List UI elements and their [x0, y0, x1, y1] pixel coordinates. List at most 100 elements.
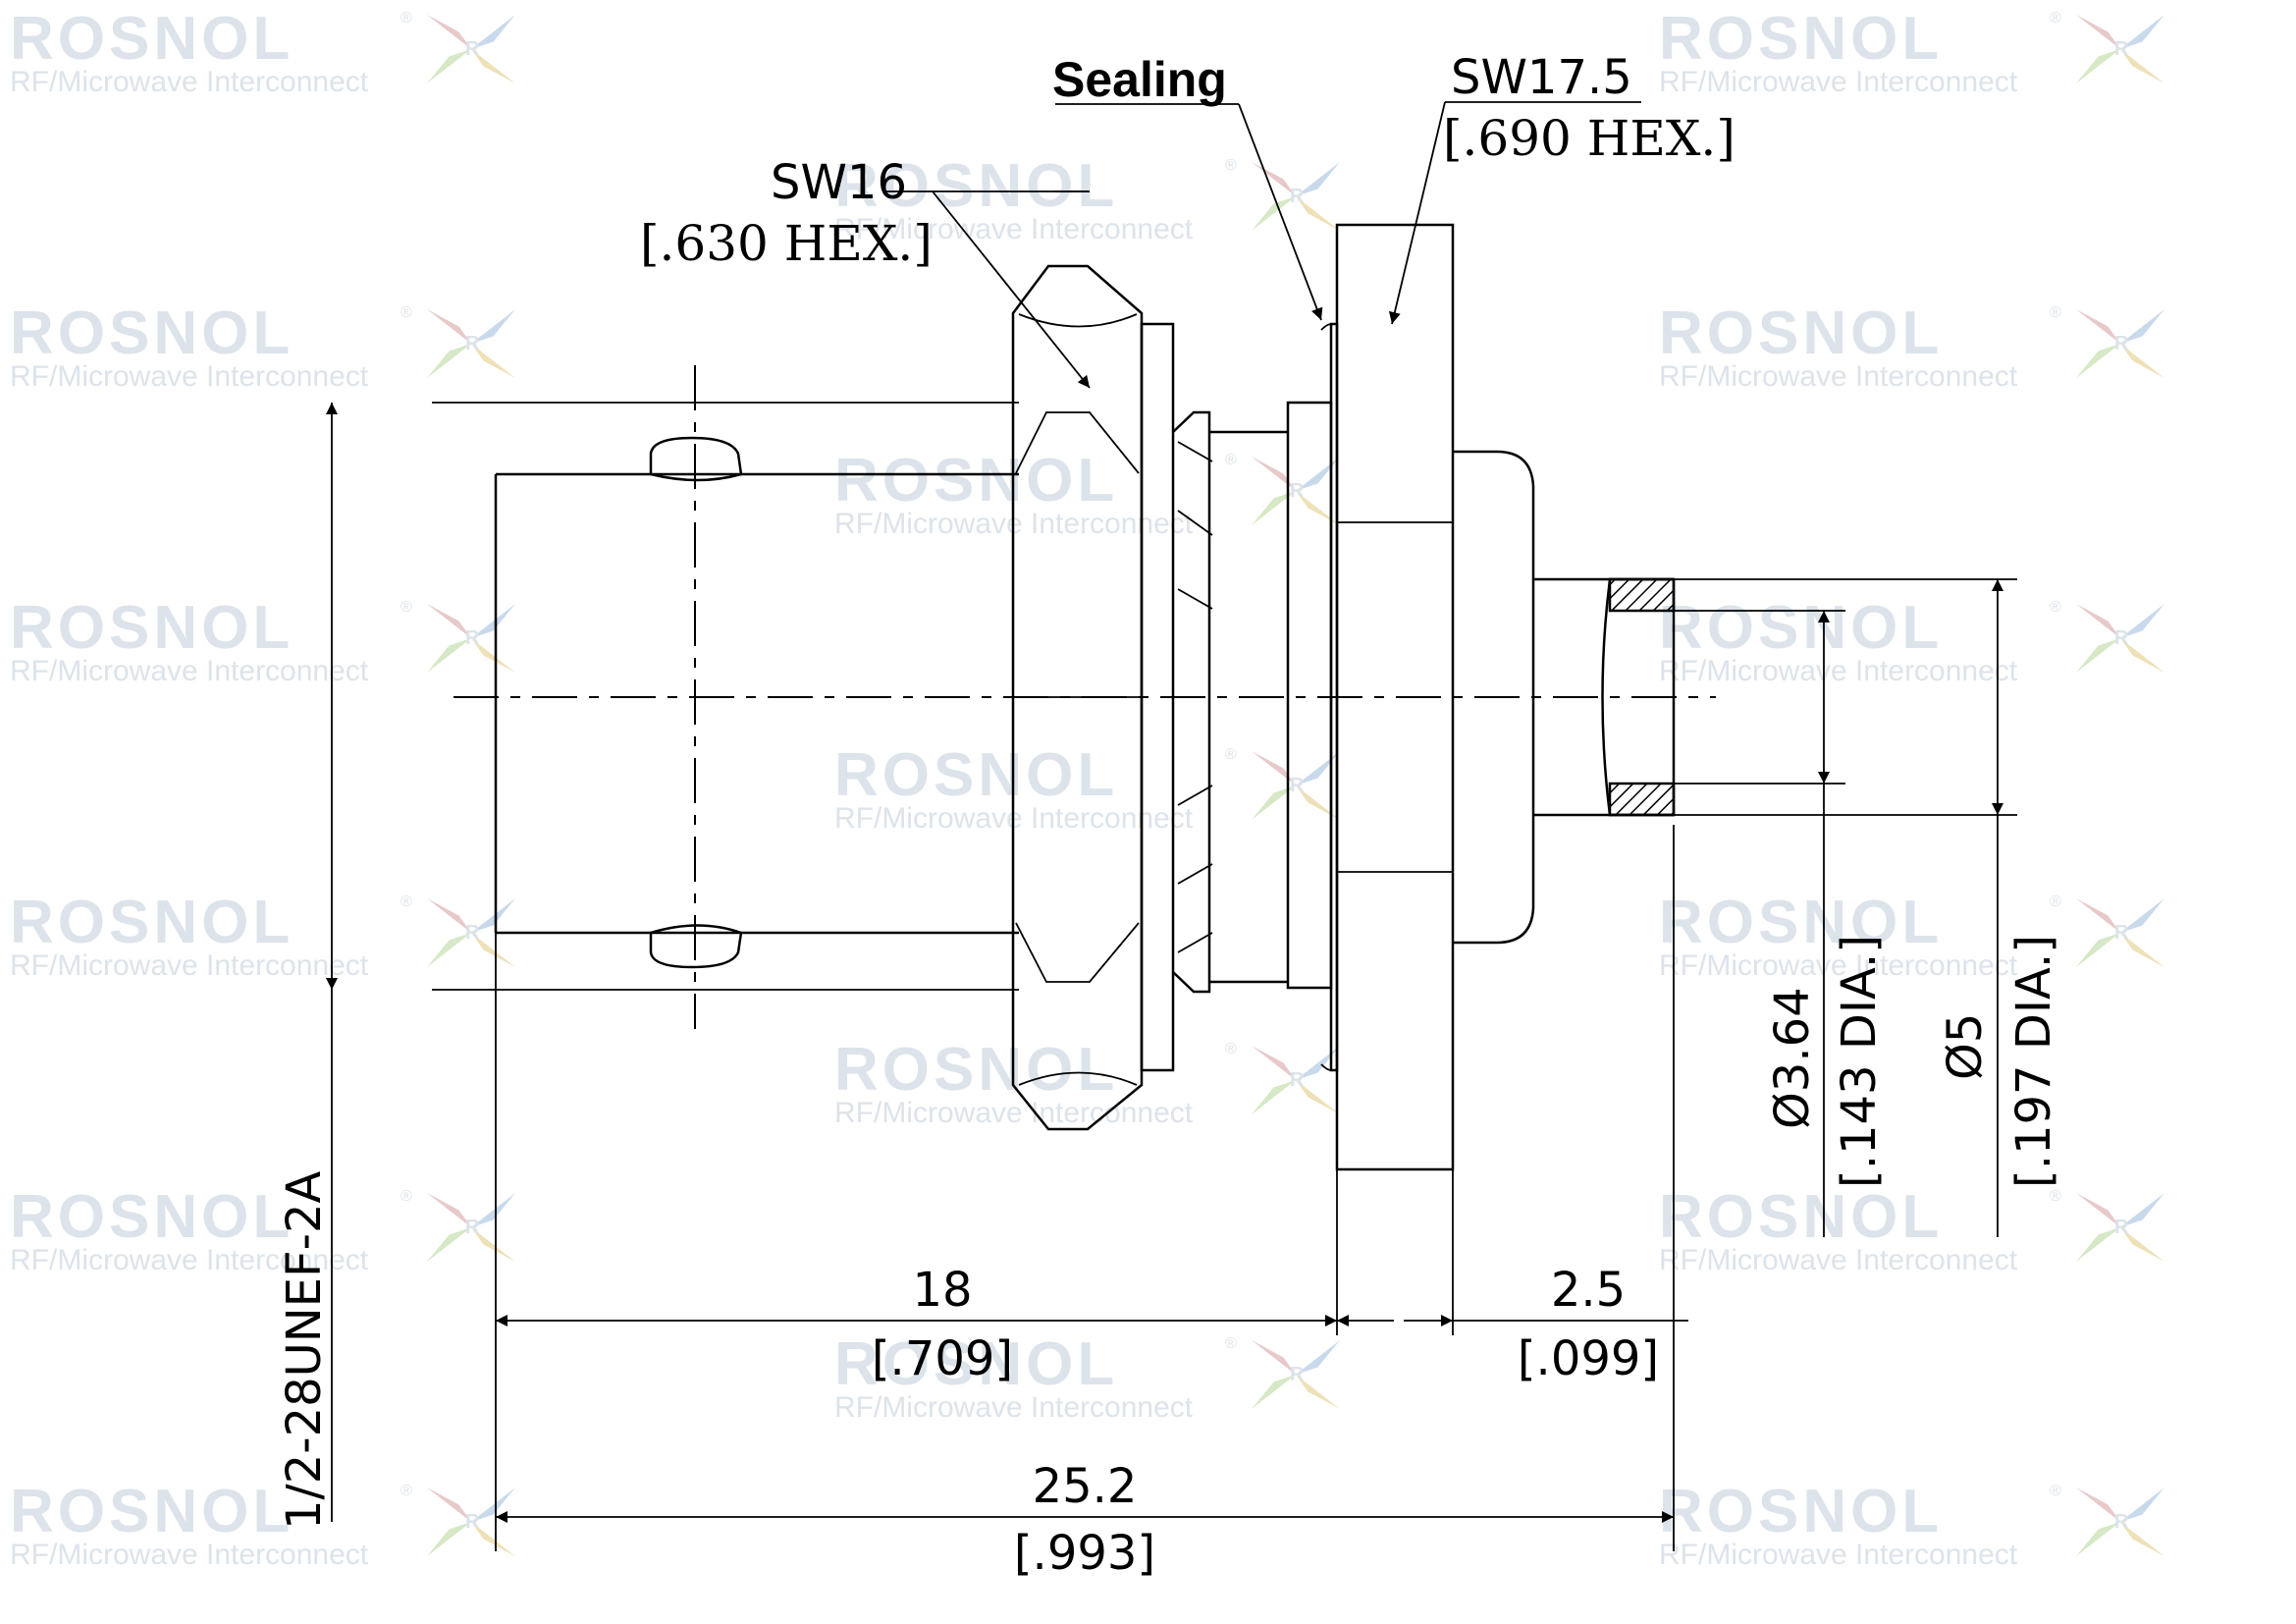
svg-text:R: R: [2114, 38, 2129, 60]
watermark-star-icon: R: [427, 1193, 515, 1262]
svg-text:R: R: [465, 627, 480, 649]
svg-text:RF/Microwave Interconnect: RF/Microwave Interconnect: [10, 1244, 369, 1276]
watermark-right-2: ROSNOL ® RF/Microwave Interconnect R: [1659, 594, 2164, 687]
svg-text:RF/Microwave Interconnect: RF/Microwave Interconnect: [1659, 360, 2018, 393]
label-sw16: SW16: [771, 155, 907, 210]
watermark-star-icon: R: [1252, 457, 1340, 525]
label-dim-18-in: [.709]: [872, 1331, 1013, 1386]
svg-text:RF/Microwave Interconnect: RF/Microwave Interconnect: [834, 1097, 1194, 1129]
svg-text:ROSNOL: ROSNOL: [1659, 594, 1943, 662]
watermark-star-icon: R: [2076, 309, 2164, 378]
svg-text:R: R: [1290, 480, 1305, 502]
label-dia-5: Ø5: [1938, 1013, 1993, 1080]
svg-text:®: ®: [2050, 599, 2061, 616]
svg-text:R: R: [1290, 775, 1305, 796]
svg-text:R: R: [2114, 1511, 2129, 1533]
label-dia-3-64-in: [.143 DIA.]: [1832, 935, 1887, 1188]
labels: Sealing SW17.5 [.690 HEX.] SW16 [.630 HE…: [277, 50, 2061, 1581]
svg-text:®: ®: [1225, 157, 1237, 174]
label-dim-2-5: 2.5: [1551, 1263, 1626, 1318]
svg-text:ROSNOL: ROSNOL: [1659, 299, 1943, 367]
svg-text:ROSNOL: ROSNOL: [1659, 1183, 1943, 1251]
label-sealing: Sealing: [1052, 52, 1227, 107]
dimensions: [326, 101, 2017, 1551]
thread-detail: [1172, 410, 1211, 994]
label-dia-5-in: [.197 DIA.]: [2006, 935, 2061, 1188]
svg-text:®: ®: [400, 1188, 412, 1205]
svg-text:ROSNOL: ROSNOL: [1659, 1478, 1943, 1545]
svg-text:RF/Microwave Interconnect: RF/Microwave Interconnect: [10, 1539, 369, 1571]
svg-text:R: R: [465, 1217, 480, 1238]
hex-nut: [1011, 264, 1144, 1131]
svg-text:RF/Microwave Interconnect: RF/Microwave Interconnect: [1659, 1539, 2018, 1571]
watermark-star-icon: R: [1252, 1046, 1340, 1114]
watermark-star-icon: R: [2076, 1488, 2164, 1556]
svg-text:RF/Microwave Interconnect: RF/Microwave Interconnect: [834, 1391, 1194, 1424]
watermark-star-icon: R: [2076, 15, 2164, 83]
svg-text:RF/Microwave Interconnect: RF/Microwave Interconnect: [10, 949, 369, 982]
label-dia-3-64: Ø3.64: [1765, 987, 1820, 1129]
svg-text:®: ®: [1225, 746, 1237, 763]
label-dim-18: 18: [912, 1263, 972, 1318]
svg-text:ROSNOL: ROSNOL: [10, 5, 294, 73]
label-hex-690: [.690 HEX.]: [1443, 110, 1735, 167]
svg-text:ROSNOL: ROSNOL: [834, 447, 1118, 514]
svg-text:R: R: [465, 38, 480, 60]
svg-text:®: ®: [2050, 1188, 2061, 1205]
svg-text:®: ®: [400, 10, 412, 27]
watermark-center-0: ROSNOL ® RF/Microwave Interconnect R: [834, 152, 1340, 245]
svg-text:ROSNOL: ROSNOL: [834, 152, 1118, 220]
svg-text:ROSNOL: ROSNOL: [10, 889, 294, 956]
watermark-star-icon: R: [2076, 604, 2164, 673]
svg-text:RF/Microwave Interconnect: RF/Microwave Interconnect: [10, 655, 369, 687]
watermark-star-icon: R: [1252, 162, 1340, 231]
svg-text:ROSNOL: ROSNOL: [10, 1183, 294, 1251]
svg-text:RF/Microwave Interconnect: RF/Microwave Interconnect: [1659, 655, 2018, 687]
svg-text:RF/Microwave Interconnect: RF/Microwave Interconnect: [1659, 949, 2018, 982]
svg-text:R: R: [465, 1511, 480, 1533]
svg-text:®: ®: [1225, 1041, 1237, 1057]
label-dim-2-5-in: [.099]: [1518, 1331, 1659, 1386]
label-dim-25-2-in: [.993]: [1014, 1526, 1155, 1581]
svg-text:ROSNOL: ROSNOL: [1659, 889, 1943, 956]
watermark-star-icon: R: [1252, 751, 1340, 820]
svg-text:RF/Microwave Interconnect: RF/Microwave Interconnect: [1659, 66, 2018, 98]
watermark-center-3: ROSNOL ® RF/Microwave Interconnect R: [834, 1036, 1340, 1129]
connector-body: [432, 223, 1716, 1171]
svg-text:ROSNOL: ROSNOL: [834, 741, 1118, 809]
svg-text:®: ®: [1225, 452, 1237, 468]
watermark-left-4: ROSNOL ® RF/Microwave Interconnect R: [10, 1183, 515, 1276]
rear-body: [1453, 450, 1535, 945]
svg-text:R: R: [1290, 186, 1305, 207]
watermark-star-icon: R: [2076, 898, 2164, 967]
svg-text:®: ®: [2050, 10, 2061, 27]
watermark-star-icon: R: [427, 1488, 515, 1556]
svg-text:R: R: [2114, 922, 2129, 944]
svg-text:R: R: [2114, 333, 2129, 354]
svg-text:RF/Microwave Interconnect: RF/Microwave Interconnect: [1659, 1244, 2018, 1276]
watermark-star-icon: R: [427, 309, 515, 378]
watermark-star-icon: R: [2076, 1193, 2164, 1262]
svg-text:R: R: [465, 333, 480, 354]
watermark-right-4: ROSNOL ® RF/Microwave Interconnect R: [1659, 1183, 2164, 1276]
svg-text:ROSNOL: ROSNOL: [10, 594, 294, 662]
svg-text:RF/Microwave Interconnect: RF/Microwave Interconnect: [834, 213, 1194, 245]
svg-text:ROSNOL: ROSNOL: [10, 1478, 294, 1545]
label-dim-25-2: 25.2: [1033, 1459, 1138, 1514]
watermark-star-icon: R: [427, 604, 515, 673]
svg-text:ROSNOL: ROSNOL: [834, 1036, 1118, 1104]
svg-text:R: R: [1290, 1364, 1305, 1385]
svg-text:R: R: [465, 922, 480, 944]
